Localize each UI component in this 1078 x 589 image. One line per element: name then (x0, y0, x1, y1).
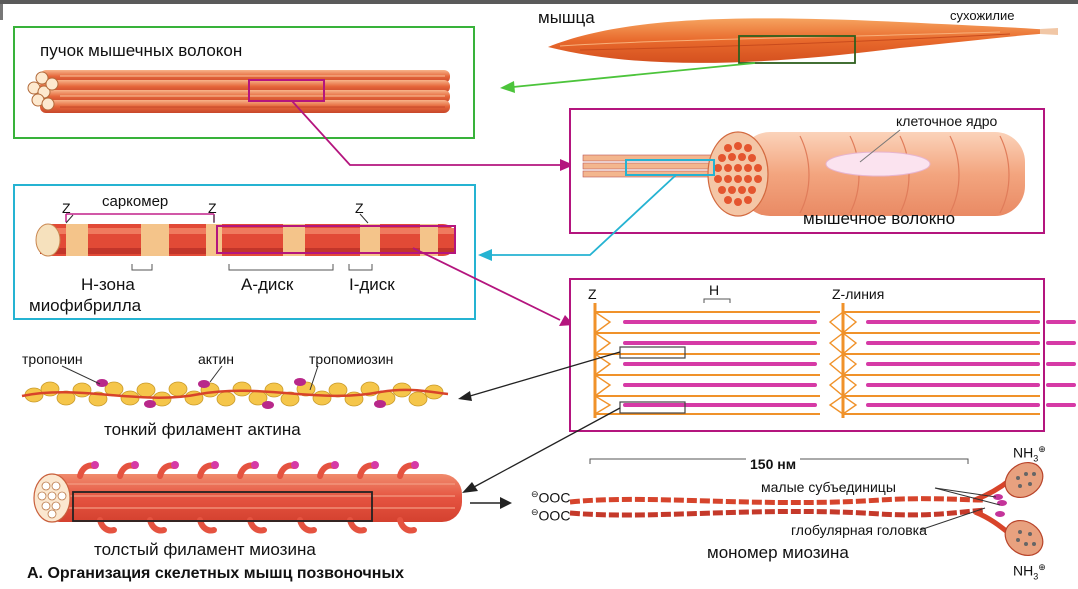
label-ooc-bottom: ⊖OOC (531, 508, 570, 523)
label-muscle-fiber: мышечное волокно (803, 210, 955, 227)
label-z-left: Z (62, 201, 71, 215)
label-nh3-bottom: NH3⊕ (1013, 563, 1046, 581)
label-a-disc: A-диск (241, 276, 293, 293)
arrow-to-myosin-monomer (470, 497, 512, 509)
label-z-sarcomere: Z (588, 287, 597, 301)
label-sarcomere: саркомер (102, 194, 168, 209)
muscle-illustration (548, 18, 1058, 63)
label-muscle-bundle: пучок мышечных волокон (40, 42, 242, 59)
label-globular-head: глобулярная головка (791, 523, 927, 537)
label-h-zone: H-зона (81, 276, 135, 293)
arrow-to-thick-filament (462, 408, 620, 493)
fiber-bundle (28, 70, 450, 113)
figure-caption: А. Организация скелетных мышц позвоночны… (27, 566, 404, 582)
label-actin: актин (198, 352, 234, 366)
label-z-middle: Z (208, 201, 217, 215)
label-150nm: 150 нм (746, 457, 800, 471)
label-troponin: тропонин (22, 352, 83, 366)
label-z-right: Z (355, 201, 364, 215)
label-i-disc: I-диск (349, 276, 395, 293)
label-thin-actin-filament: тонкий филамент актина (104, 421, 301, 438)
label-myosin-monomer: мономер миозина (707, 544, 849, 561)
label-light-chains: малые субъединицы (761, 480, 896, 494)
label-myofibril: миофибрилла (29, 297, 141, 314)
label-nh3-top: NH3⊕ (1013, 445, 1046, 463)
label-tendon: сухожилие (950, 9, 1014, 22)
arrow-muscle-to-bundle (500, 63, 755, 93)
sarcomere-box (570, 279, 1074, 431)
thick-myosin-filament (34, 461, 462, 531)
label-tropomyosin: тропомиозин (309, 352, 393, 366)
label-muscle: мышца (538, 9, 595, 26)
label-thick-myosin-filament: толстый филамент миозина (94, 541, 316, 558)
thin-actin-filament (22, 366, 448, 409)
label-z-line: Z-линия (832, 287, 884, 301)
label-ooc-top: ⊖OOC (531, 490, 570, 505)
label-h: H (709, 283, 719, 297)
label-cell-nucleus: клеточное ядро (896, 114, 997, 128)
